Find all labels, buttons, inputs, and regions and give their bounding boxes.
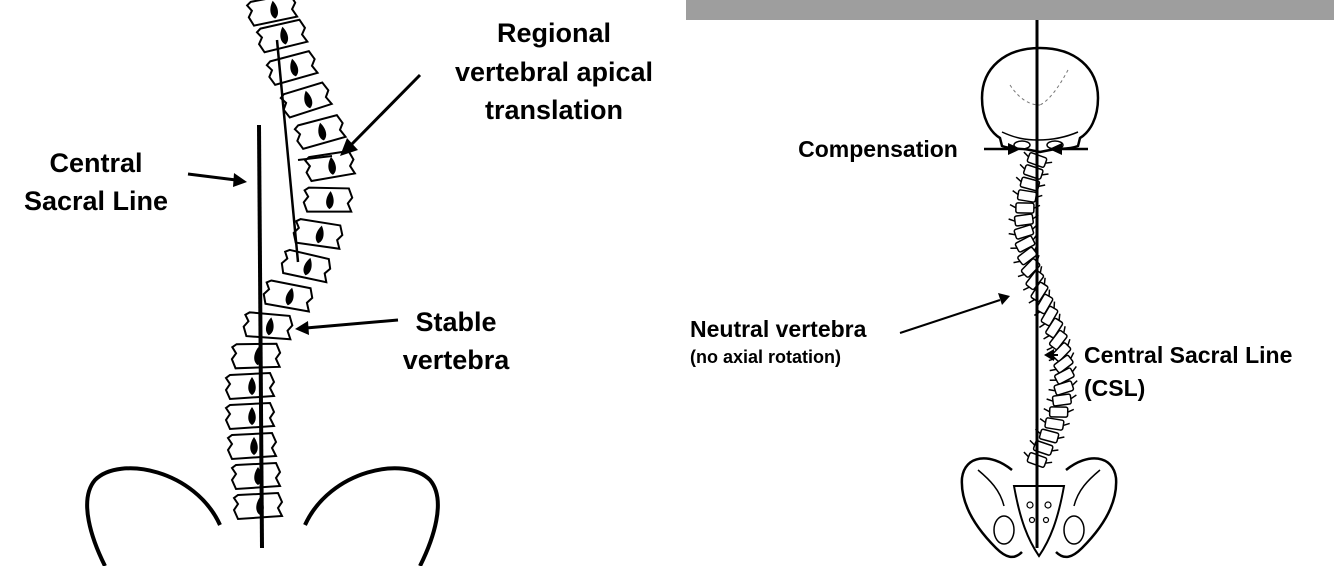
vertebra-body [232, 491, 284, 521]
small-vertebra [1008, 224, 1038, 240]
vertebra-body [302, 186, 354, 213]
right-panel: Compensation Neutral vertebra (no axial … [686, 0, 1334, 559]
skull-illustration [980, 46, 1100, 154]
label-stable-line1: Stable [415, 307, 496, 337]
compensation-right-arrow-head [1049, 143, 1062, 155]
label-regional-line1: Regional [497, 18, 611, 48]
label-neutral-line2: (no axial rotation) [690, 347, 841, 367]
right-spine-vertebrae [1008, 151, 1078, 468]
spinous-process-mark [248, 407, 256, 425]
small-vertebra [1015, 176, 1046, 192]
small-vertebra [1043, 406, 1075, 418]
top-gray-bar [686, 0, 1334, 20]
label-stable-line2: vertebra [403, 345, 511, 375]
spinous-process-mark [248, 377, 256, 395]
vertebra-body [224, 401, 276, 431]
spinous-process-mark [318, 122, 327, 141]
label-compensation: Compensation [798, 136, 958, 162]
spinous-process-mark [304, 90, 313, 109]
label-left-csl-line2: Sacral Line [24, 186, 168, 216]
spinous-process-mark [265, 317, 274, 336]
spinous-process-mark [270, 0, 278, 19]
vertebra-body [226, 431, 278, 461]
vertebra-body [245, 0, 299, 27]
spinous-process-mark [250, 437, 258, 455]
vertebra-body [242, 311, 294, 341]
spinous-process-mark [280, 26, 289, 45]
label-right-csl-line2: (CSL) [1084, 375, 1145, 401]
vertebra-body [293, 113, 348, 151]
vertebra-body [262, 279, 314, 313]
label-neutral-line1: Neutral vertebra [690, 316, 867, 342]
stable-arrow-shaft [305, 318, 399, 330]
vertebra-body [255, 18, 310, 54]
spinous-process-mark [328, 156, 336, 175]
spinous-process-mark [285, 287, 294, 306]
label-regional-line3: translation [485, 95, 623, 125]
small-vertebra [1049, 365, 1077, 385]
left-csl-arrow-shaft [187, 172, 237, 182]
pelvis-illustration [960, 457, 1118, 559]
regional-arrow-head [340, 138, 358, 156]
left-spine-vertebrae [224, 0, 357, 521]
vertebra-body [230, 461, 282, 491]
spinous-process-mark [326, 191, 334, 210]
small-vertebra [1009, 202, 1041, 214]
label-right-csl-line1: Central Sacral Line [1084, 342, 1292, 368]
vertebra-body [279, 81, 334, 119]
small-vertebra [1048, 380, 1078, 396]
vertebra-body [292, 218, 344, 250]
left-panel: Regional vertebral apical translation Ce… [24, 0, 653, 566]
right-csl-arrow-head [1044, 349, 1054, 361]
vertebra-body [265, 49, 320, 87]
stable-arrow-head [295, 321, 309, 335]
neutral-arrow-shaft [899, 299, 1001, 334]
spinous-process-mark [303, 257, 312, 276]
apical-translation-tick [297, 155, 333, 161]
small-vertebra [1043, 313, 1064, 340]
left-central-sacral-line [257, 124, 264, 549]
small-vertebra [1010, 233, 1038, 253]
vertebra-body [224, 371, 276, 401]
small-vertebra [1008, 213, 1039, 227]
vertebra-body [303, 149, 357, 183]
spinous-process-mark [315, 225, 324, 244]
small-vertebra [1039, 417, 1070, 431]
label-regional-line2: vertebral apical [455, 57, 653, 87]
compensation-left-arrow-head [1008, 143, 1021, 155]
neutral-arrow-head [998, 293, 1010, 305]
small-vertebra [1049, 352, 1075, 374]
small-vertebra [1048, 338, 1072, 362]
vertebra-body [230, 342, 282, 370]
vertebra-body [280, 248, 332, 284]
spinous-process-mark [290, 58, 299, 77]
label-left-csl-line1: Central [49, 148, 142, 178]
small-vertebra [1046, 393, 1077, 407]
right-iliac-arc [303, 466, 440, 566]
left-csl-arrow-head [233, 173, 247, 187]
left-iliac-arc [85, 466, 222, 566]
apical-translation-line [275, 39, 300, 263]
regional-arrow-shaft [348, 73, 422, 148]
small-vertebra [1013, 244, 1039, 266]
